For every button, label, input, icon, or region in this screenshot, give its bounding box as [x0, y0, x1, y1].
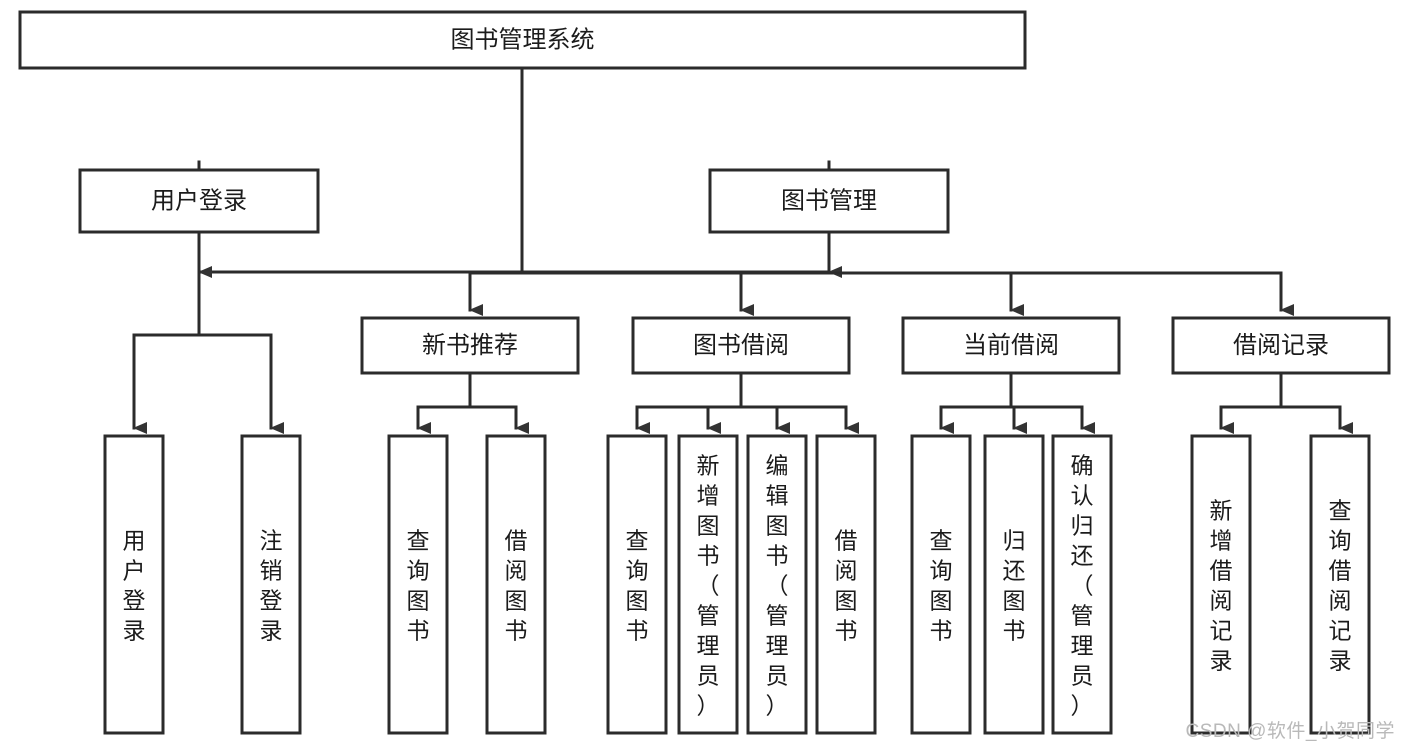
node-box-book-manage[interactable] — [708, 168, 950, 234]
node-box-leaf-add-borrow-record[interactable] — [1190, 434, 1252, 735]
node-leaf-edit-book[interactable]: 编辑图书（管理员） — [746, 434, 808, 735]
node-book-borrow[interactable]: 图书借阅 — [631, 316, 851, 375]
node-label-leaf-return-book: 归还图书 — [1003, 528, 1026, 644]
node-box-leaf-query-book-1[interactable] — [387, 434, 449, 735]
node-label-current-borrow: 当前借阅 — [963, 332, 1059, 359]
node-leaf-borrow-book-2[interactable]: 借阅图书 — [815, 434, 877, 735]
node-label-leaf-query-book-1: 查询图书 — [407, 528, 430, 644]
node-label-leaf-user-logout: 注销登录 — [260, 528, 283, 644]
csdn-watermark: CSDN @软件_小贺同学 — [1185, 721, 1395, 742]
node-leaf-query-book-1[interactable]: 查询图书 — [387, 434, 449, 735]
node-box-leaf-edit-book[interactable] — [746, 434, 808, 735]
node-box-leaf-user-login[interactable] — [103, 434, 165, 735]
node-leaf-return-book[interactable]: 归还图书 — [983, 434, 1045, 735]
node-box-leaf-return-book[interactable] — [983, 434, 1045, 735]
node-box-leaf-query-book-3[interactable] — [910, 434, 972, 735]
node-root[interactable]: 图书管理系统 — [18, 10, 1027, 70]
node-user-login[interactable]: 用户登录 — [78, 168, 320, 234]
node-label-leaf-borrow-book-2: 借阅图书 — [835, 528, 858, 644]
node-box-borrow-record[interactable] — [1171, 316, 1391, 375]
node-box-leaf-user-logout[interactable] — [240, 434, 302, 735]
node-new-book-recommend[interactable]: 新书推荐 — [360, 316, 580, 375]
node-label-leaf-add-book: 新增图书（管理员） — [697, 453, 720, 719]
node-box-leaf-add-book[interactable] — [677, 434, 739, 735]
node-label-borrow-record: 借阅记录 — [1233, 332, 1329, 359]
node-box-new-book-recommend[interactable] — [360, 316, 580, 375]
node-box-leaf-borrow-book-2[interactable] — [815, 434, 877, 735]
node-boxes: 图书管理系统用户登录图书管理新书推荐图书借阅当前借阅借阅记录用户登录注销登录查询… — [18, 10, 1391, 735]
node-box-root[interactable] — [18, 10, 1027, 70]
node-leaf-borrow-book-1[interactable]: 借阅图书 — [485, 434, 547, 735]
node-leaf-user-login[interactable]: 用户登录 — [103, 434, 165, 735]
node-leaf-query-book-3[interactable]: 查询图书 — [910, 434, 972, 735]
node-label-user-login: 用户登录 — [151, 187, 247, 214]
node-label-root: 图书管理系统 — [451, 26, 595, 53]
node-box-leaf-confirm-return[interactable] — [1051, 434, 1113, 735]
node-borrow-record[interactable]: 借阅记录 — [1171, 316, 1391, 375]
node-label-leaf-add-borrow-record: 新增借阅记录 — [1210, 498, 1233, 674]
node-leaf-query-borrow-record[interactable]: 查询借阅记录 — [1309, 434, 1371, 735]
node-label-leaf-query-borrow-record: 查询借阅记录 — [1329, 498, 1352, 674]
node-book-manage[interactable]: 图书管理 — [708, 168, 950, 234]
connector-lines — [132, 66, 1353, 434]
node-box-leaf-borrow-book-1[interactable] — [485, 434, 547, 735]
node-leaf-query-book-2[interactable]: 查询图书 — [606, 434, 668, 735]
node-leaf-confirm-return[interactable]: 确认归还（管理员） — [1051, 434, 1113, 735]
node-box-leaf-query-borrow-record[interactable] — [1309, 434, 1371, 735]
node-box-user-login[interactable] — [78, 168, 320, 234]
node-label-book-borrow: 图书借阅 — [693, 332, 789, 359]
node-leaf-add-borrow-record[interactable]: 新增借阅记录 — [1190, 434, 1252, 735]
node-current-borrow[interactable]: 当前借阅 — [901, 316, 1121, 375]
node-label-new-book-recommend: 新书推荐 — [422, 332, 518, 359]
node-box-book-borrow[interactable] — [631, 316, 851, 375]
node-label-leaf-edit-book: 编辑图书（管理员） — [766, 453, 789, 719]
node-box-leaf-query-book-2[interactable] — [606, 434, 668, 735]
node-label-leaf-query-book-2: 查询图书 — [626, 528, 649, 644]
node-label-leaf-user-login: 用户登录 — [123, 528, 146, 644]
node-label-leaf-query-book-3: 查询图书 — [930, 528, 953, 644]
node-label-leaf-borrow-book-1: 借阅图书 — [505, 528, 528, 644]
node-label-leaf-confirm-return: 确认归还（管理员） — [1071, 453, 1094, 719]
node-label-book-manage: 图书管理 — [781, 187, 877, 214]
node-leaf-user-logout[interactable]: 注销登录 — [240, 434, 302, 735]
node-leaf-add-book[interactable]: 新增图书（管理员） — [677, 434, 739, 735]
node-box-current-borrow[interactable] — [901, 316, 1121, 375]
